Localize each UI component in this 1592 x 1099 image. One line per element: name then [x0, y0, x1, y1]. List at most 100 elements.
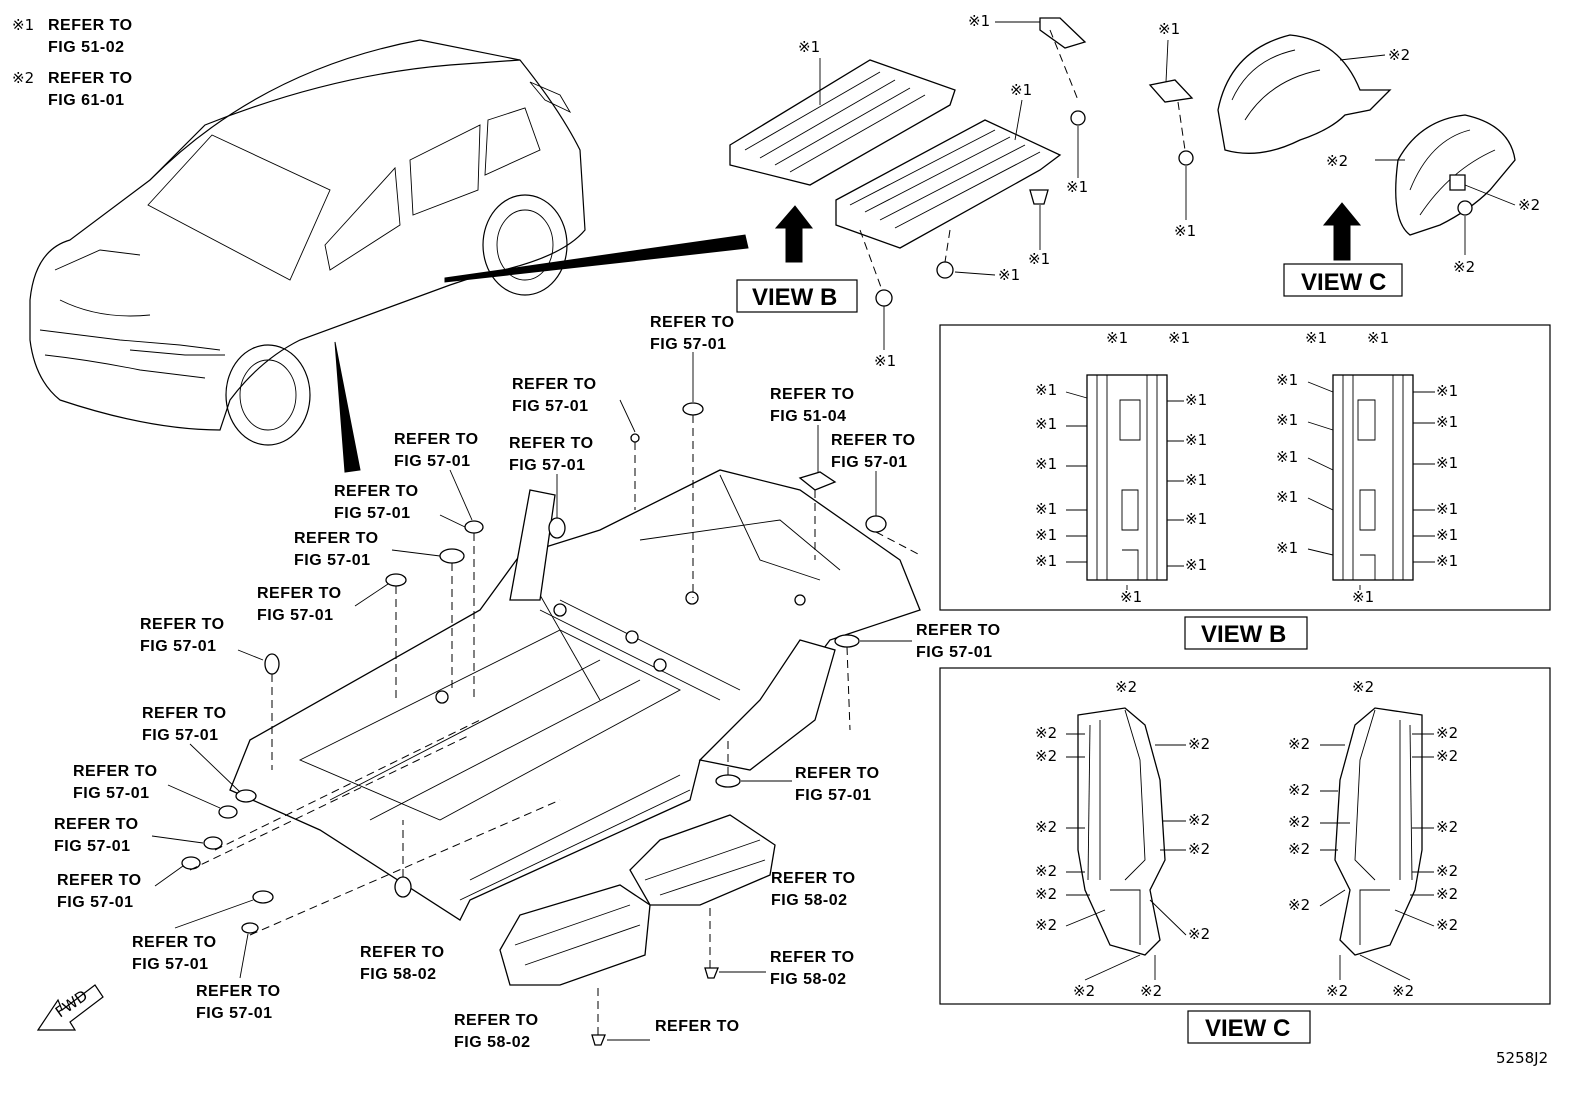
mark-vb-g: ※1 [874, 352, 896, 370]
callout-refer: REFER TO [795, 765, 880, 782]
callout-refer: REFER TO [132, 934, 217, 951]
mark-vcd: ※2 [1436, 885, 1458, 903]
mark-vcd: ※2 [1035, 862, 1057, 880]
mark-vbd: ※1 [1276, 371, 1298, 389]
callout-ref: FIG 57-01 [831, 454, 908, 471]
under-cover-rear: ※1 [835, 81, 1062, 249]
mark-vbd: ※1 [1352, 588, 1374, 606]
callout-ref: FIG 57-01 [73, 785, 150, 802]
mark-vcd: ※2 [1288, 781, 1310, 799]
callout-refer: REFER TO [360, 944, 445, 961]
mark-vcd: ※2 [1436, 747, 1458, 765]
mark-vbd: ※1 [1436, 552, 1458, 570]
callout-ref: FIG 57-01 [142, 727, 219, 744]
mark-vbd: ※1 [1276, 488, 1298, 506]
callout-refer: REFER TO [916, 622, 1001, 639]
mark-vc-d: ※2 [1326, 152, 1348, 170]
callout-ref: FIG 57-01 [257, 607, 334, 624]
view-b-label: VIEW B [752, 284, 837, 311]
grommets [181, 402, 887, 1046]
mark-vc-b: ※1 [1174, 222, 1196, 240]
callout-refer: REFER TO [655, 1018, 740, 1035]
mark-vcd: ※2 [1188, 840, 1210, 858]
mark-vbd: ※1 [1276, 411, 1298, 429]
mark-vc-f: ※2 [1453, 258, 1475, 276]
mark-vb-e: ※1 [1028, 250, 1050, 268]
mark-vcd: ※2 [1352, 678, 1374, 696]
mark-vbd: ※1 [1436, 382, 1458, 400]
callout-refer: REFER TO [509, 435, 594, 452]
mark-vbd: ※1 [1305, 329, 1327, 347]
callout-refer: REFER TO [454, 1012, 539, 1029]
callout-ref: FIG 57-01 [394, 453, 471, 470]
mark-vb-b: ※1 [1010, 81, 1032, 99]
note-text-2: REFER TO [48, 70, 133, 87]
mark-vcd: ※2 [1288, 735, 1310, 753]
mark-vbd: ※1 [1276, 448, 1298, 466]
mark-vbd: ※1 [1276, 539, 1298, 557]
callout-refer: REFER TO [196, 983, 281, 1000]
callout-refer: REFER TO [770, 386, 855, 403]
view-b-pointer: VIEW B [736, 205, 858, 313]
mark-vcd: ※2 [1392, 982, 1414, 1000]
callout-ref: FIG 57-01 [196, 1005, 273, 1022]
mark-vbd: ※1 [1035, 381, 1057, 399]
mark-vbd: ※1 [1035, 415, 1057, 433]
mark-vcd: ※2 [1188, 811, 1210, 829]
callout-refer: REFER TO [770, 949, 855, 966]
cover-fasteners: ※1 ※1 ※1 ※1 ※1 [859, 12, 1088, 370]
mark-vcd: ※2 [1288, 813, 1310, 831]
callout-ref: FIG 57-01 [512, 398, 589, 415]
mark-vc-c: ※2 [1388, 46, 1410, 64]
mark-vcd: ※2 [1035, 818, 1057, 836]
mark-vcd: ※2 [1436, 862, 1458, 880]
view-c-title: VIEW C [1205, 1015, 1290, 1042]
fender-liner-parts: ※1 ※1 ※2 ※2 ※2 ※2 [1148, 20, 1540, 276]
callout-ref: FIG 58-02 [771, 892, 848, 909]
mark-vcd: ※2 [1326, 982, 1348, 1000]
callout-ref: FIG 57-01 [57, 894, 134, 911]
callout-ref: FIG 57-01 [132, 956, 209, 973]
note-mark-1: ※1 [12, 16, 34, 34]
mark-vbd: ※1 [1035, 526, 1057, 544]
mark-vbd: ※1 [1436, 413, 1458, 431]
fwd-label: FWD [52, 986, 91, 1021]
mark-vbd: ※1 [1035, 500, 1057, 518]
mark-vcd: ※2 [1035, 747, 1057, 765]
mark-vbd: ※1 [1436, 454, 1458, 472]
alignment-lines [189, 415, 921, 1035]
callout-refer: REFER TO [294, 530, 379, 547]
callout-ref: FIG 57-01 [916, 644, 993, 661]
mark-vc-a: ※1 [1158, 20, 1180, 38]
mark-vb-c: ※1 [968, 12, 990, 30]
mark-vcd: ※2 [1436, 724, 1458, 742]
view-c-pointer: VIEW C [1283, 202, 1403, 297]
heat-insulators [499, 814, 776, 986]
note-text-1: REFER TO [48, 17, 133, 34]
mark-vbd: ※1 [1185, 431, 1207, 449]
view-c-label: VIEW C [1301, 269, 1386, 296]
note-ref-1: FIG 51-02 [48, 39, 125, 56]
vehicle-outline [29, 39, 749, 473]
mark-vbd: ※1 [1120, 588, 1142, 606]
legend-notes: ※1 REFER TO FIG 51-02 ※2 REFER TO FIG 61… [12, 16, 133, 109]
callout-refer: REFER TO [650, 314, 735, 331]
mark-vbd: ※1 [1106, 329, 1128, 347]
callout-refer: REFER TO [73, 763, 158, 780]
mark-vcd: ※2 [1035, 724, 1057, 742]
mark-vbd: ※1 [1367, 329, 1389, 347]
note-ref-2: FIG 61-01 [48, 92, 125, 109]
callout-ref: FIG 58-02 [770, 971, 847, 988]
diagram-code: 5258J2 [1496, 1049, 1548, 1067]
callout-ref: FIG 58-02 [360, 966, 437, 983]
callouts: REFER TO FIG 57-01 REFER TO FIG 57-01 RE… [54, 314, 1001, 1051]
note-mark-2: ※2 [12, 69, 34, 87]
mark-vb-a: ※1 [798, 38, 820, 56]
under-cover-front: ※1 [729, 38, 956, 186]
callout-ref: FIG 57-01 [140, 638, 217, 655]
callout-ref: FIG 57-01 [334, 505, 411, 522]
callout-refer: REFER TO [771, 870, 856, 887]
callout-refer: REFER TO [831, 432, 916, 449]
